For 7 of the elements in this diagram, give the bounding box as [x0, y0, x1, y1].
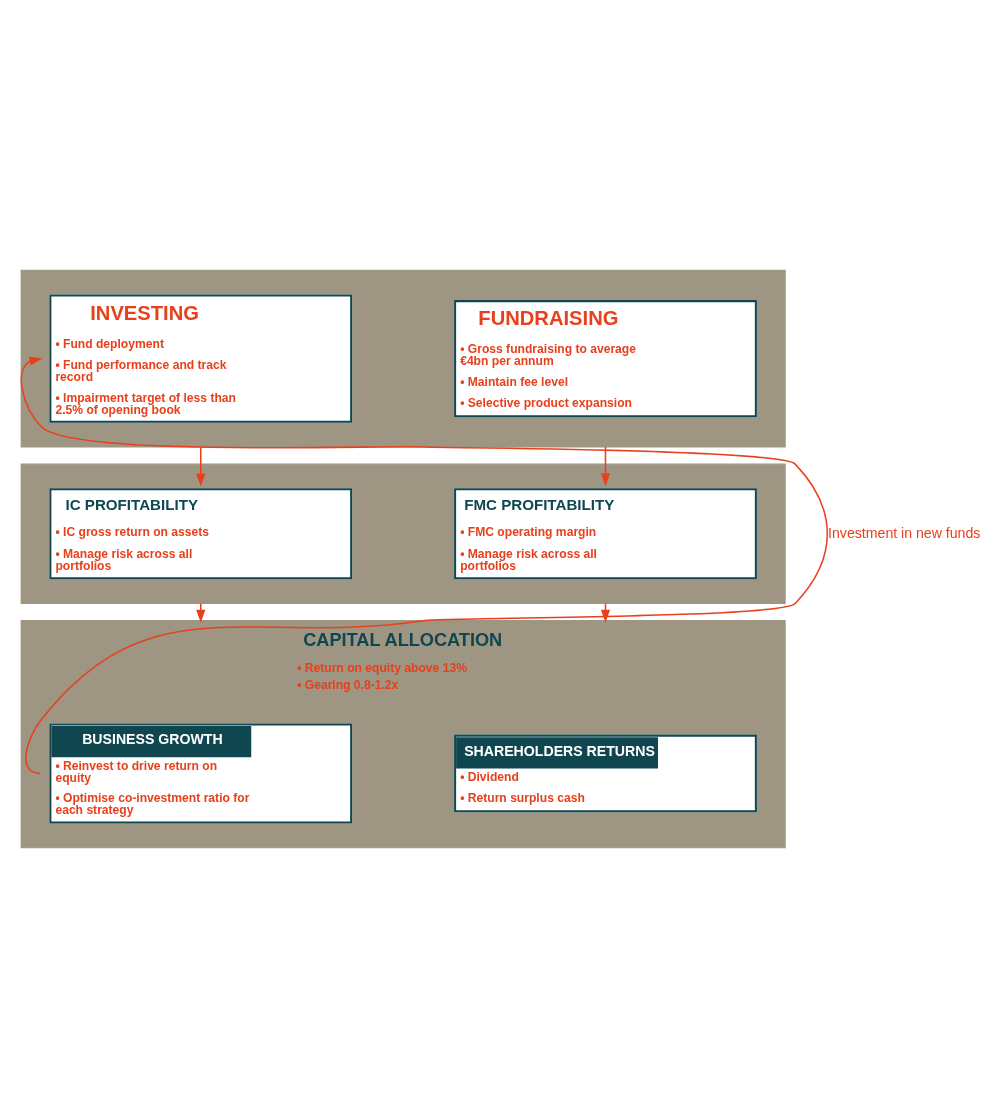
cluster [20, 463, 786, 604]
cluster [20, 269, 786, 448]
arrow [195, 602, 205, 623]
arrow [600, 446, 610, 487]
arrow [20, 356, 828, 775]
edge-label: Investment in new funds [827, 524, 980, 541]
arrow [195, 446, 205, 487]
